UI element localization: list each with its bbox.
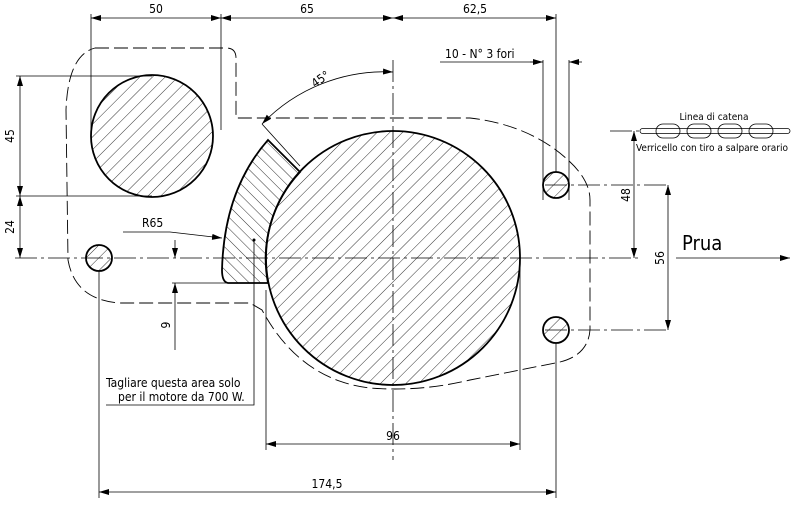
- dim-174-5: 174,5: [312, 477, 343, 491]
- dim-angle: 45°: [309, 68, 333, 90]
- dim-50: 50: [149, 2, 163, 16]
- dim-56: 56: [653, 251, 667, 265]
- dim-45: 45: [3, 129, 17, 143]
- top-extension-lines: [90, 14, 570, 200]
- radius-leader: [123, 231, 223, 240]
- dim-96: 96: [386, 429, 400, 443]
- hole-upper-right: [542, 171, 570, 199]
- dim-65: 65: [300, 2, 314, 16]
- hole-left: [85, 244, 113, 272]
- bow-label: Prua: [682, 231, 722, 255]
- dim-62-5: 62,5: [463, 2, 487, 16]
- dim-48: 48: [619, 188, 633, 202]
- motor-circle: [265, 130, 521, 386]
- angle-extension: [261, 123, 301, 167]
- angle-arc: [261, 68, 394, 125]
- cut-note-leader: [106, 240, 255, 406]
- cut-note-line2: per il motore da 700 W.: [118, 390, 245, 404]
- upper-circle: [90, 74, 214, 198]
- plate-outline: [65, 47, 591, 390]
- bottom-extension-lines: [98, 260, 557, 498]
- dim-9: 9: [159, 321, 173, 328]
- dim-r65: R65: [142, 216, 163, 230]
- holes-note: 10 - N° 3 fori: [445, 47, 515, 61]
- winch-note: Verricello con tiro a salpare orario: [636, 143, 788, 154]
- cut-note-line1: Tagliare questa area solo: [105, 376, 241, 390]
- dim-24: 24: [3, 220, 17, 234]
- chain-icon: [639, 123, 791, 139]
- left-extension-lines: [16, 75, 152, 197]
- hole-lower-right: [542, 316, 570, 344]
- cut-area: [221, 138, 302, 284]
- chain-label: Linea di catena: [680, 112, 749, 123]
